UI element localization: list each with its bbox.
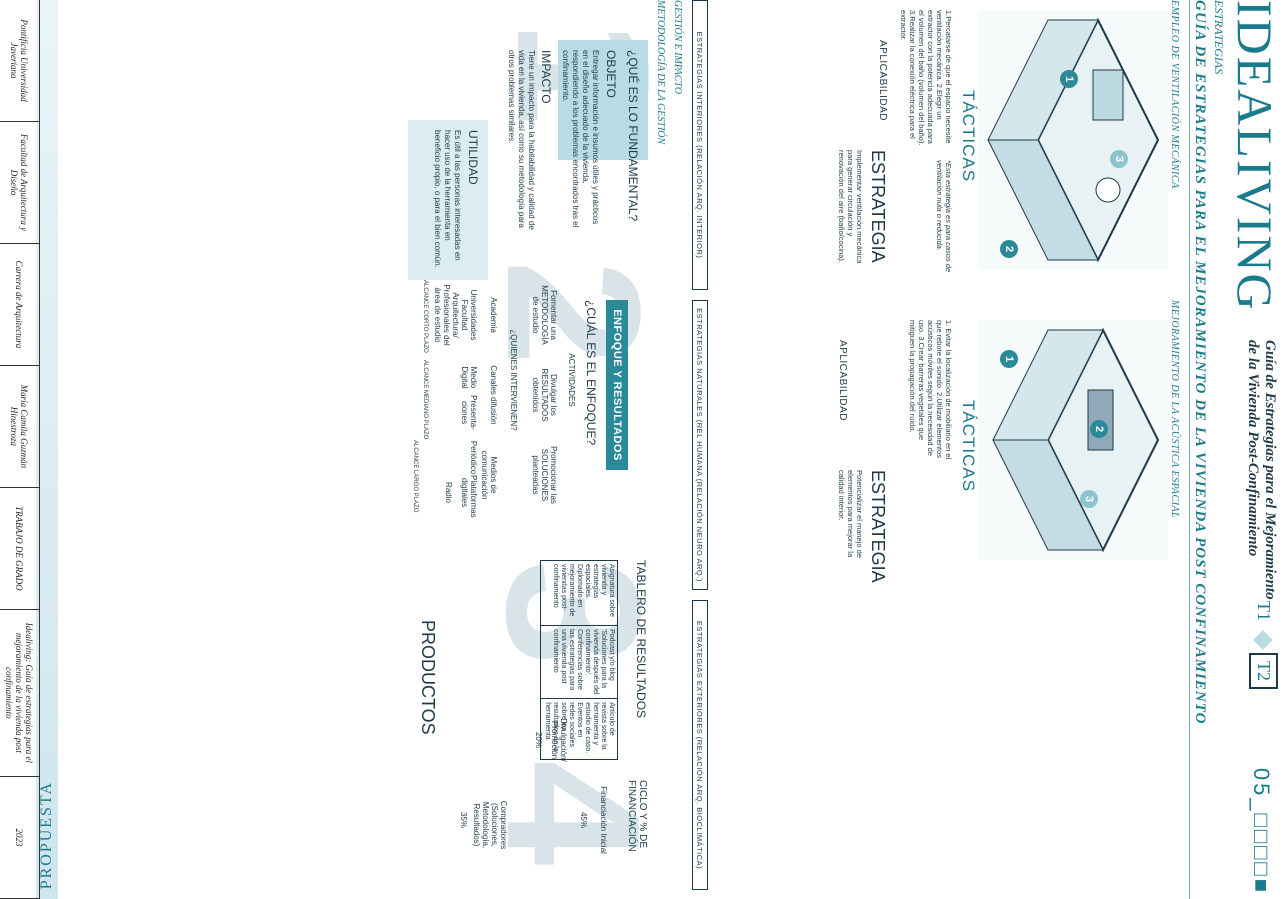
marker-2: 2: [1000, 240, 1018, 258]
page-number: 05_□□□□■: [1249, 767, 1274, 895]
header: IDEALIVING Guía de Estrategias para el M…: [1227, 0, 1288, 899]
brand-title: IDEALIVING: [1227, 0, 1283, 312]
enfoque-question: ¿CUÁL ES EL ENFOQUE?: [584, 300, 598, 446]
universidades-label: Universidades Facultad Arquitectura/ Pro…: [433, 284, 478, 346]
tab-t1[interactable]: T1: [1254, 601, 1274, 621]
credit-year: 2023: [0, 777, 39, 899]
utilidad-text: Es útil a las personas interesadas en ha…: [433, 130, 462, 268]
financiacion-label: Financiación Inicial: [599, 786, 608, 854]
diamond-icon: [1253, 630, 1274, 650]
category-interiores: ESTRATEGIAS INTERIORES (RELACIÓN ARQ. IN…: [692, 0, 708, 290]
bathroom-iso-icon: [987, 17, 1160, 263]
medios-label: Medios de comunicación: [480, 450, 498, 500]
heading-acustica: MEJORAMIENTO DE LA ACÚSTICA ESPACIAL: [1169, 300, 1180, 519]
actividades-label: ACTIVIDADES: [567, 353, 576, 407]
credit-university: Pontificia Universidad Javeriana: [0, 0, 39, 122]
brand-subtitle: Guía de Estrategias para el Mejoramiento…: [1244, 340, 1278, 600]
estrategia-heading: ESTRATEGIA: [868, 470, 888, 583]
estrategias-label: ESTRATEGIAS: [1212, 0, 1226, 75]
compradores-pct: 35%: [459, 811, 468, 828]
marker-1: 1: [1000, 350, 1018, 368]
marker-2: 2: [1090, 420, 1108, 438]
periodico-label: Periódico: [469, 440, 478, 475]
alcance-mediano: ALCANCE MEDIANO PLAZO: [422, 360, 428, 440]
enfoque-title: ENFOQUE Y RESULTADOS: [606, 300, 628, 470]
subtitle-line-1: Guía de Estrategias para el Mejoramiento: [1262, 340, 1278, 600]
tablero-title: TABLERO DE RESULTADOS: [634, 560, 648, 719]
credits-strip: Pontificia Universidad Javeriana Faculta…: [0, 0, 40, 899]
credit-career: Carrera de Arquitectura: [0, 243, 39, 366]
ventilation-illustration: 1 2 3: [978, 10, 1168, 270]
impacto-heading: IMPACTO: [539, 50, 553, 104]
result-col-2: Podcast y/o blog 'Soluciones para la viv…: [540, 625, 618, 699]
divulgacion-label: Divulgación/ Promoción: [550, 718, 568, 762]
objeto-heading: OBJETO: [604, 50, 618, 98]
marker-1: 1: [1060, 70, 1078, 88]
tactics-text: 1.Percatarse de que el espacio necesite …: [899, 10, 953, 146]
activity-2: Divulgar los RESULTADOS obtenidos: [531, 368, 558, 422]
category-exteriores: ESTRATEGIAS EXTERIORES (RELACIÓN ARQ. BI…: [692, 600, 708, 890]
note-text: *Esta estrategia es para casos de ventil…: [935, 160, 953, 273]
aplicabilidad-heading: APLICABILIDAD: [837, 340, 848, 421]
tab-t2[interactable]: T2: [1249, 653, 1278, 689]
plataformas-label: Plataformas digitales: [460, 475, 478, 518]
financiacion-pct: 45%: [579, 811, 588, 828]
alcance-largo: ALCANCE LARGO PLAZO: [412, 440, 418, 513]
tactics-text: 1. Evitar la localización de mobiliario …: [908, 320, 953, 460]
credit-project: Idealiving: Guía de estrategias para el …: [0, 609, 39, 777]
tacticas-heading: TÁCTICAS: [959, 90, 978, 183]
divider: [1189, 0, 1190, 899]
result-col-1: Asignatura sobre vivienda y estrategias …: [540, 560, 618, 626]
presentaciones-label: Presenta- ciones: [460, 395, 478, 430]
estrategia-text: Potencializar el manejo de elementos par…: [837, 470, 864, 558]
canales-label: Canales difusión: [489, 365, 498, 425]
subtitle-line-2: de la Vivienda Post-Confinamiento: [1245, 340, 1261, 557]
aplicabilidad-heading: APLICABILIDAD: [877, 40, 888, 121]
impacto-text: Tiene un impacto para la habitabilidad y…: [507, 50, 536, 230]
marker-3: 3: [1110, 150, 1128, 168]
activity-3: Promocionar las SOLUCIONES planteadas: [531, 446, 558, 504]
academia-label: Academia: [489, 297, 498, 333]
productos-title: PRODUCTOS: [418, 620, 438, 735]
radio-label: Radio: [444, 482, 453, 503]
credit-faculty: Facultad de Arquitectura y Diseño: [0, 121, 39, 244]
compradores-label: Compradores (Soluciones, Metodología, Re…: [472, 800, 508, 850]
medio-digital-label: Medio Digital: [460, 366, 478, 389]
quienes-label: ¿QUIENES INTERVIENEN?: [509, 329, 518, 431]
heading-ventilacion-mecanica: EMPLEO DE VENTILACIÓN MECÁNICA: [1169, 0, 1180, 189]
propuesta-label: PROPUESTA: [38, 780, 55, 889]
utilidad-heading: UTILIDAD: [466, 130, 480, 185]
activity-1: Fomentar una METODOLOGÍA de estudio: [531, 285, 558, 345]
category-naturales: ESTRATEGIAS NATURALES (REL HUMANA (RELAC…: [692, 300, 708, 590]
estrategia-text: Implementar ventilación mecánica para ge…: [837, 150, 864, 264]
credit-trabajo: TRABAJO DE GRADO: [0, 487, 39, 610]
objeto-text: Entregar información e insumos útiles y …: [561, 50, 600, 228]
alcance-corto: ALCANCE CORTO PLAZO: [422, 280, 428, 353]
ciclo-title: CICLO Y % DE FINANCIACIÓN: [626, 780, 648, 852]
guide-title: GUÍA DE ESTRATEGIAS PARA EL MEJORAMIENTO…: [1192, 0, 1208, 725]
divulgacion-pct: 20%: [534, 731, 543, 748]
credit-author: María Camila Guzmán Hinestroza: [0, 365, 39, 488]
estrategia-heading: ESTRATEGIA: [868, 150, 888, 263]
que-es-heading: ¿QUÉ ES LO FUNDAMENTAL?: [626, 50, 640, 222]
acoustic-illustration: 1 2 3: [978, 320, 1168, 560]
page-squares-icon: □□□□■: [1249, 813, 1274, 895]
marker-3: 3: [1080, 490, 1098, 508]
tab-bar: T1 T2: [1249, 595, 1278, 689]
tacticas-heading: TÁCTICAS: [959, 400, 978, 493]
